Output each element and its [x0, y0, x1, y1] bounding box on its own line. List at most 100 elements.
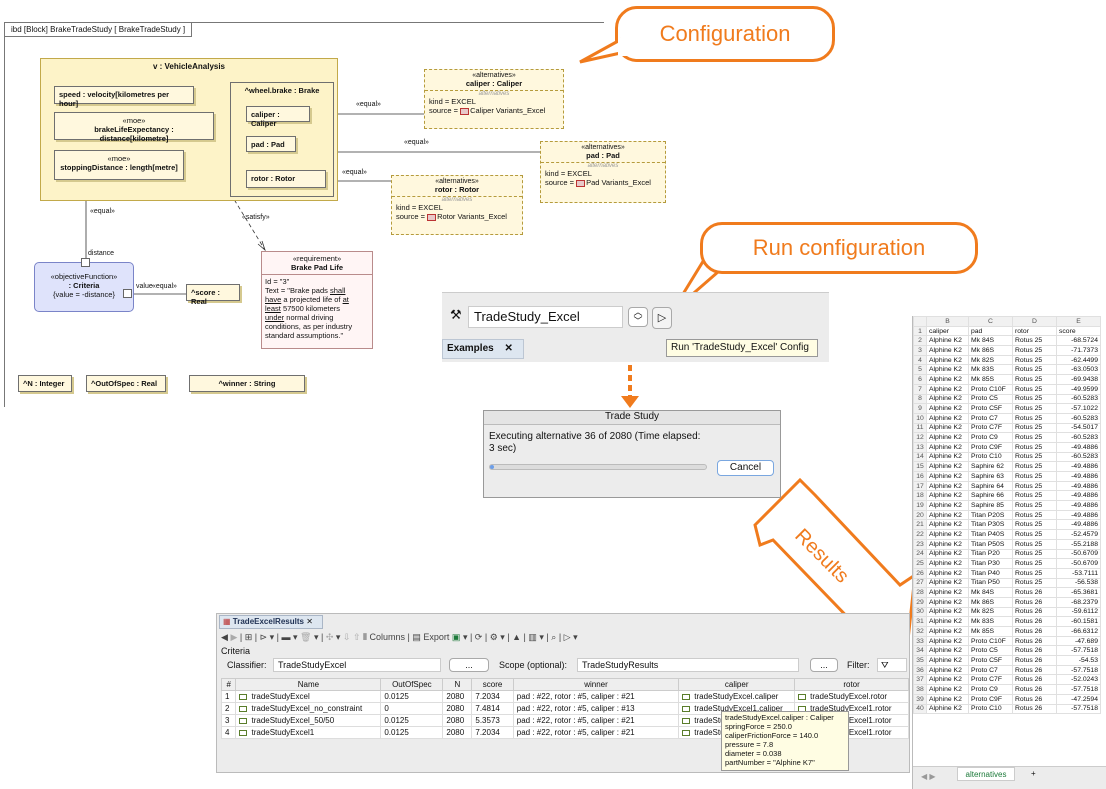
sheet-cell[interactable]: Proto C9: [968, 432, 1013, 443]
row-number[interactable]: 35: [913, 655, 927, 666]
sheet-cell[interactable]: Saphire 64: [968, 480, 1013, 492]
sheet-cell[interactable]: Rotus 25: [1012, 364, 1057, 376]
play-icon[interactable]: ▷: [563, 632, 571, 642]
sheet-cell[interactable]: Alphine K2: [926, 422, 969, 434]
rotor-alternatives[interactable]: «alternatives» rotor : Rotor alternative…: [391, 175, 523, 235]
row-number[interactable]: 34: [913, 645, 927, 657]
sheet-cell[interactable]: Rotus 25: [1012, 451, 1057, 463]
row-number[interactable]: 18: [913, 490, 927, 502]
run-configuration-select[interactable]: TradeStudy_Excel: [468, 306, 623, 328]
export-button[interactable]: Export: [423, 632, 450, 642]
sheet-cell[interactable]: Alphine K2: [926, 471, 969, 482]
column-letter[interactable]: B: [926, 316, 969, 327]
sheet-cell[interactable]: -52.0243: [1056, 674, 1101, 686]
sheet-cell[interactable]: Rotus 25: [1012, 345, 1057, 356]
row-number[interactable]: 24: [913, 548, 927, 560]
sheet-cell[interactable]: Proto C7: [968, 412, 1013, 424]
sheet-cell[interactable]: Rotus 25: [1012, 577, 1057, 589]
sheet-cell[interactable]: -50.6709: [1056, 548, 1101, 560]
sheet-cell[interactable]: Rotus 26: [1012, 693, 1057, 705]
sheet-cell[interactable]: Titan P30: [968, 558, 1013, 569]
sheet-cell[interactable]: Rotus 26: [1012, 596, 1057, 608]
sheet-cell[interactable]: Titan P50: [968, 577, 1013, 589]
column-header[interactable]: score: [471, 678, 514, 691]
sheet-cell[interactable]: Alphine K2: [926, 345, 969, 356]
sheet-cell[interactable]: Alphine K2: [926, 441, 969, 453]
sheet-cell[interactable]: Mk 84S: [968, 335, 1013, 347]
sheet-cell[interactable]: Mk 84S: [968, 587, 1013, 598]
row-number[interactable]: 28: [913, 587, 927, 598]
sheet-cell[interactable]: Rotus 25: [1012, 412, 1057, 424]
sheet-cell[interactable]: -47.689: [1056, 635, 1101, 647]
sheet-cell[interactable]: -69.9438: [1056, 374, 1101, 385]
tools-icon[interactable]: ⚒: [450, 307, 462, 322]
pad-part[interactable]: pad : Pad: [246, 136, 296, 152]
sheet-cell[interactable]: Alphine K2: [926, 587, 969, 598]
row-number[interactable]: 10: [913, 412, 927, 424]
sheet-cell[interactable]: Rotus 26: [1012, 626, 1057, 637]
sheet-cell[interactable]: Proto C10F: [968, 383, 1013, 395]
caliper-alternatives[interactable]: «alternatives» caliper : Caliper alterna…: [424, 69, 564, 129]
sheet-cell[interactable]: Rotus 25: [1012, 383, 1057, 395]
sheet-cell[interactable]: Alphine K2: [926, 693, 969, 705]
sheet-cell[interactable]: -63.0503: [1056, 364, 1101, 376]
row-number[interactable]: 16: [913, 471, 927, 482]
sheet-cell[interactable]: -59.6112: [1056, 606, 1101, 618]
row-number[interactable]: 39: [913, 693, 927, 705]
column-header[interactable]: N: [442, 678, 473, 691]
examples-tab[interactable]: Examples ✕: [442, 339, 524, 359]
sheet-cell[interactable]: Proto C5F: [968, 655, 1013, 666]
brake-pad-life-requirement[interactable]: «requirement» Brake Pad Life Id = "3" Te…: [261, 251, 373, 349]
forward-icon[interactable]: ▶: [230, 632, 238, 642]
sheet-cell[interactable]: Saphire 85: [968, 500, 1013, 511]
run-button[interactable]: ▷: [652, 307, 672, 329]
row-number[interactable]: 4: [913, 354, 927, 366]
sheet-cell[interactable]: Alphine K2: [926, 403, 969, 414]
outofspec-property[interactable]: ^OutOfSpec : Real: [86, 375, 166, 392]
sheet-cell[interactable]: Rotus 26: [1012, 645, 1057, 657]
sheet-cell[interactable]: Rotus 26: [1012, 587, 1057, 598]
sheet-cell[interactable]: Alphine K2: [926, 626, 969, 637]
back-icon[interactable]: ◀: [221, 632, 228, 642]
sheet-cell[interactable]: Proto C10: [968, 451, 1013, 463]
sheet-cell[interactable]: -49.4886: [1056, 509, 1101, 521]
sheet-cell[interactable]: -60.1581: [1056, 616, 1101, 627]
sheet-cell[interactable]: -54.53: [1056, 655, 1101, 666]
sheet-cell[interactable]: Rotus 25: [1012, 490, 1057, 502]
sheet-cell[interactable]: Mk 85S: [968, 626, 1013, 637]
sheet-cell[interactable]: Alphine K2: [926, 558, 969, 569]
move-icon[interactable]: ✣: [325, 632, 334, 642]
row-number[interactable]: 9: [913, 403, 927, 414]
sheet-cell[interactable]: Alphine K2: [926, 509, 969, 521]
column-header[interactable]: OutOfSpec: [380, 678, 444, 691]
sheet-cell[interactable]: Mk 83S: [968, 364, 1013, 376]
sheet-cell[interactable]: Proto C10: [968, 703, 1013, 715]
row-number[interactable]: 21: [913, 519, 927, 531]
cancel-button[interactable]: Cancel: [717, 460, 774, 476]
sheet-cell[interactable]: Alphine K2: [926, 538, 969, 550]
sheet-cell[interactable]: -55.2188: [1056, 538, 1101, 550]
collapse-icon[interactable]: ▲: [512, 632, 522, 642]
row-number[interactable]: 33: [913, 635, 927, 647]
sheet-cell[interactable]: -56.538: [1056, 577, 1101, 589]
sheet-cell[interactable]: Mk 86S: [968, 345, 1013, 356]
sheet-cell[interactable]: Rotus 25: [1012, 461, 1057, 472]
n-integer-property[interactable]: ^N : Integer: [18, 375, 72, 392]
sheet-cell[interactable]: -68.5724: [1056, 335, 1101, 347]
filter-field[interactable]: ⛛: [877, 658, 907, 672]
sheet-cell[interactable]: Rotus 25: [1012, 441, 1057, 453]
column-letter[interactable]: [913, 316, 927, 327]
sheet-cell[interactable]: Rotus 25: [1012, 335, 1057, 347]
sheet-cell[interactable]: -49.4886: [1056, 441, 1101, 453]
speed-property[interactable]: speed : velocity[kilometres per hour]: [54, 86, 194, 108]
pad-alternatives[interactable]: «alternatives» pad : Pad alternatives ki…: [540, 141, 666, 203]
sheet-cell[interactable]: -49.4886: [1056, 471, 1101, 482]
edit-icon[interactable]: ▬: [281, 632, 291, 642]
sheet-cell[interactable]: Alphine K2: [926, 383, 969, 395]
row-number[interactable]: 14: [913, 451, 927, 463]
sheet-cell[interactable]: Alphine K2: [926, 432, 969, 443]
sheet-cell[interactable]: -57.1022: [1056, 403, 1101, 414]
sheet-cell[interactable]: -47.2594: [1056, 693, 1101, 705]
row-number[interactable]: 38: [913, 684, 927, 695]
sheet-cell[interactable]: Rotus 26: [1012, 635, 1057, 647]
